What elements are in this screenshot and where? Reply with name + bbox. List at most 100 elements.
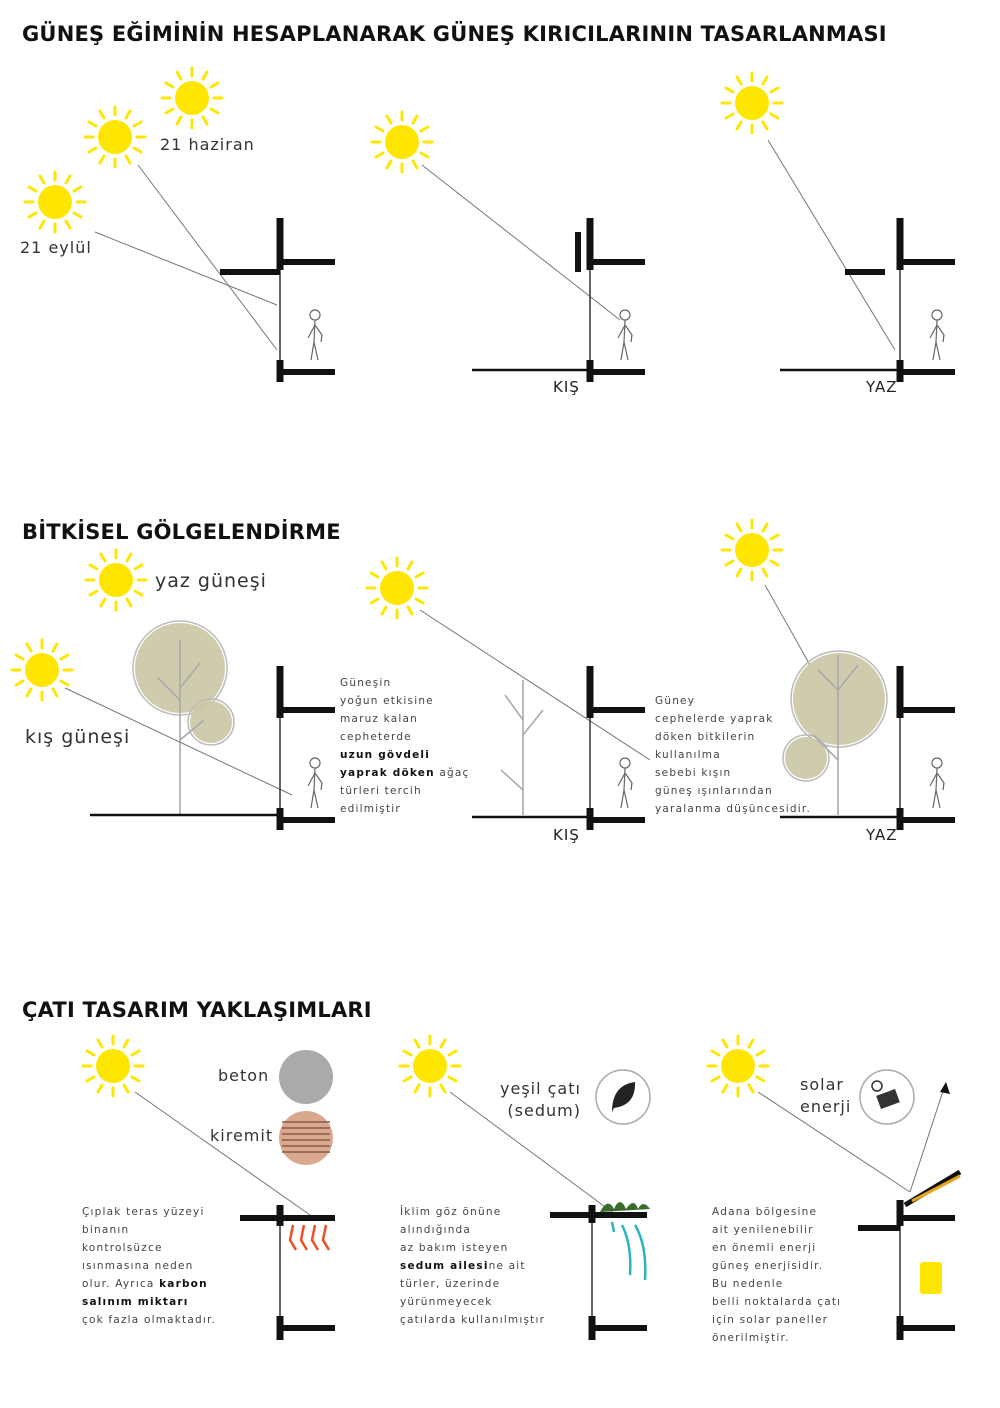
sun-ray	[724, 86, 735, 94]
person-body	[929, 319, 945, 361]
label-21-june: 21 haziran	[160, 135, 255, 154]
reflected-ray	[909, 1084, 946, 1193]
person-body	[617, 767, 633, 809]
sun-ray	[85, 1049, 96, 1057]
sun-ray-june	[137, 164, 278, 351]
sun-ray	[411, 159, 419, 170]
text-line: sedum ailesine ait	[400, 1257, 545, 1275]
sun-disc	[380, 571, 414, 605]
sun-ray	[419, 125, 430, 133]
sun-disc	[735, 533, 769, 567]
person-head	[309, 309, 321, 321]
sun-ray	[449, 1091, 613, 1213]
text-line: Güney	[655, 695, 696, 707]
text-line: ait yenilenebilir	[712, 1224, 814, 1236]
text-line: yaralanma düşüncesidir.	[655, 803, 811, 815]
label-winter-sun: kış güneşi	[25, 726, 131, 748]
canopy-outline	[790, 650, 888, 748]
sun-icon	[365, 556, 429, 620]
sun-ray	[406, 560, 414, 571]
text-line: cephelerde yaprak	[655, 713, 774, 725]
text-line: ısınmasına neden	[82, 1260, 194, 1272]
person-icon	[307, 757, 323, 809]
sun-ray	[51, 687, 59, 698]
sun-ray	[209, 107, 220, 115]
text-line: yürünmeyecek	[400, 1296, 493, 1308]
person-head	[619, 309, 631, 321]
branch	[500, 769, 524, 791]
branch	[179, 719, 205, 741]
sun-icon	[370, 110, 434, 174]
sun-ray	[710, 1049, 721, 1057]
sun-ray	[164, 81, 175, 89]
text-line: önerilmiştir.	[712, 1332, 790, 1344]
sun-ray	[125, 597, 133, 608]
sun-icon	[720, 71, 784, 135]
sun-ray	[735, 120, 743, 131]
sun-ray	[27, 211, 38, 219]
sun-ray	[374, 151, 385, 159]
sun-ray	[72, 211, 83, 219]
text-line: maruz kalan	[340, 713, 419, 725]
sun-ray	[764, 584, 811, 666]
sun-ray	[721, 1083, 729, 1094]
sun-ray-september	[94, 231, 278, 306]
text-line: solar	[800, 1075, 844, 1094]
sun-ray	[122, 1038, 130, 1049]
sun-ray	[209, 81, 220, 89]
sun-ray	[59, 653, 70, 661]
sun-icon	[720, 518, 784, 582]
sun-ray	[402, 1049, 413, 1057]
tree-trunk	[812, 655, 859, 815]
sun-disc	[735, 86, 769, 120]
sun-ray	[133, 563, 144, 571]
sun-ray	[38, 219, 46, 230]
person-head	[931, 309, 943, 321]
sun-ray	[133, 589, 144, 597]
label-21-september: 21 eylül	[20, 238, 92, 257]
sun-ray	[96, 1038, 104, 1049]
sun-ray	[99, 552, 107, 563]
text-line: (sedum)	[507, 1101, 581, 1120]
text-normal: ne ait	[488, 1260, 526, 1272]
text-line: salınım miktarı	[82, 1296, 189, 1308]
roof-text-left: Çıplak teras yüzeyi binanın kontrolsüzce…	[82, 1203, 216, 1329]
section-title-roof-design: ÇATI TASARIM YAKLAŞIMLARI	[22, 998, 372, 1022]
sun-ray	[413, 1038, 421, 1049]
vegetation-text-left: Güneşin yoğun etkisine maruz kalan cephe…	[340, 674, 469, 818]
branch	[179, 662, 201, 689]
sun-disc	[175, 81, 209, 115]
person-head	[619, 757, 631, 769]
sun-ray	[130, 1049, 141, 1057]
sun-ray	[164, 107, 175, 115]
sun-disc	[99, 563, 133, 597]
sun-ray	[380, 605, 388, 616]
sun-ray	[122, 1083, 130, 1094]
branch	[837, 664, 859, 691]
sun-ray	[761, 567, 769, 578]
water-arrow	[610, 1221, 647, 1281]
sun-ray	[51, 642, 59, 653]
text-line: en önemli enerji	[712, 1242, 817, 1254]
sun-ray	[439, 1083, 447, 1094]
text-line: yeşil çatı	[500, 1079, 581, 1098]
sun-ray	[38, 174, 46, 185]
tree-canopy	[793, 653, 885, 745]
sun-ray	[369, 571, 380, 579]
sun-ray	[64, 174, 72, 185]
small-sun-shape	[871, 1080, 883, 1092]
sun-ray	[380, 560, 388, 571]
sun-ray	[125, 552, 133, 563]
sun-ray-summer	[767, 139, 896, 351]
tree-trunk	[157, 640, 205, 815]
person-icon	[617, 757, 633, 809]
branch	[504, 694, 524, 721]
section-title-sun-angle: GÜNEŞ EĞİMİNİN HESAPLANARAK GÜNEŞ KIRICI…	[22, 22, 887, 46]
text-bold: karbon	[159, 1278, 208, 1290]
sun-ray	[769, 559, 780, 567]
text-line: Bu nedenle	[712, 1278, 784, 1290]
text-line: için solar paneller	[712, 1314, 829, 1326]
sun-ray	[369, 597, 380, 605]
